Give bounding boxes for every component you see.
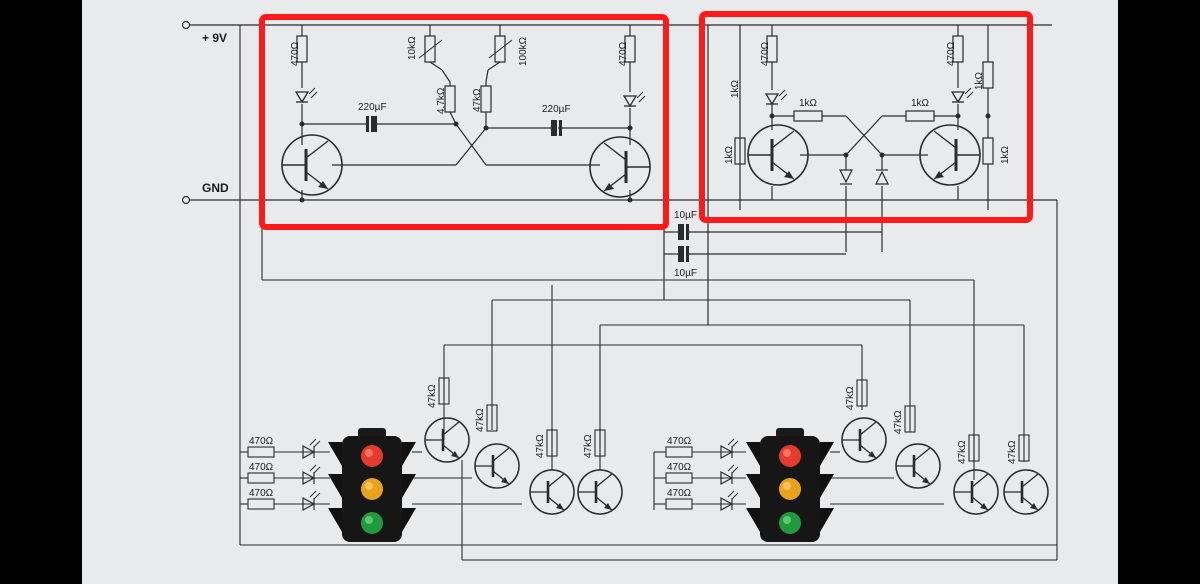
- module-b-r1k-mid-right-label: 1kΩ: [911, 98, 930, 109]
- highlight-box-left: [259, 14, 669, 230]
- module-b-r470-right-label: 470Ω: [946, 41, 957, 66]
- coupling-cap-bottom-label: 10µF: [674, 268, 697, 279]
- trimmer-100k-label: 100kΩ: [518, 36, 529, 66]
- module-b-right-led-icon: [951, 87, 974, 103]
- ground-label: GND: [202, 181, 229, 195]
- left-trimmer-arrows: [418, 39, 513, 59]
- right-red-led-icon: [720, 438, 739, 459]
- right-capacitor-plate-b: [559, 120, 562, 136]
- circuit-diagram: + 9V GND: [181, 11, 1058, 561]
- left-light-resistor-3-label: 470Ω: [249, 488, 274, 499]
- highlight-box-right: [699, 11, 1033, 223]
- left-light-resistor-1-label: 470Ω: [249, 436, 274, 447]
- right-diode-icon: [875, 170, 889, 185]
- right-light-resistor-1-label: 470Ω: [667, 436, 692, 447]
- module-b-r470-left-label: 470Ω: [760, 41, 771, 66]
- left-capacitor-plate-a: [366, 116, 369, 132]
- right-driver-r1-label: 47kΩ: [845, 386, 856, 410]
- ground-rail: [181, 195, 1057, 205]
- resistor-4k7-label: 4,7kΩ: [436, 87, 447, 114]
- left-diode-icon: [839, 169, 853, 184]
- right-driver-r4-label: 47kΩ: [1007, 440, 1018, 464]
- left-amber-led-icon: [302, 464, 321, 485]
- right-driver-r3-label: 47kΩ: [957, 440, 968, 464]
- right-light-resistor-2-label: 470Ω: [667, 462, 692, 473]
- right-led-resistor-label: 470Ω: [618, 41, 629, 66]
- left-driver-transistor-4-icon: [576, 468, 624, 516]
- coupling-cap-top-label: 10µF: [674, 210, 697, 221]
- left-driver-r2-label: 47kΩ: [475, 408, 486, 432]
- left-driver-transistor-3-icon: [528, 468, 576, 516]
- right-transistor-icon: [588, 135, 652, 199]
- left-led-icon: [295, 87, 318, 103]
- right-amber-led-icon: [720, 464, 739, 485]
- right-light-wiring: [653, 379, 1030, 510]
- module-b-left-transistor-icon: [746, 123, 810, 187]
- left-module-wiring: [296, 25, 636, 200]
- coupling-cap-top-plate-a: [678, 224, 684, 240]
- coupling-cap-top-plate-b: [686, 224, 689, 240]
- left-driver-r1: [438, 377, 450, 405]
- module-b-left-led-icon: [765, 89, 788, 105]
- resistor-47k-label: 47kΩ: [472, 88, 483, 112]
- left-driver-transistor-2-icon: [473, 442, 521, 490]
- module-b-r1k-mid-left-label: 1kΩ: [799, 98, 818, 109]
- supply-rail: [181, 20, 1052, 30]
- left-driver-r4-label: 47kΩ: [583, 434, 594, 458]
- module-b-right-transistor-icon: [918, 123, 982, 187]
- cap-220-left-label: 220µF: [358, 102, 387, 113]
- left-driver-r3-label: 47kΩ: [535, 434, 546, 458]
- schematic-sheet: + 9V GND: [82, 0, 1118, 584]
- trimmer-10k-label: 10kΩ: [407, 36, 418, 60]
- left-traffic-light-icon: [328, 428, 416, 542]
- right-driver-r2-label: 47kΩ: [893, 410, 904, 434]
- right-module-wiring: [707, 25, 994, 252]
- module-b-r1k-outer-left-label: 1kΩ: [730, 79, 741, 98]
- left-light-resistor-2-label: 470Ω: [249, 462, 274, 473]
- left-driver-r1-label: 47kΩ: [427, 384, 438, 408]
- module-b-r1k-low-left-label: 1kΩ: [724, 145, 735, 164]
- left-led-resistor-label: 470Ω: [290, 41, 301, 66]
- cap-220-right-label: 220µF: [542, 104, 571, 115]
- right-driver-transistor-4-icon: [1002, 468, 1050, 516]
- right-driver-transistor-2-icon: [894, 442, 942, 490]
- module-b-r1k-outer-right-label: 1kΩ: [974, 71, 985, 90]
- right-driver-transistor-1-icon: [840, 416, 888, 464]
- right-light-resistor-3-label: 470Ω: [667, 488, 692, 499]
- right-traffic-light-icon: [746, 428, 834, 542]
- right-driver-transistor-3-icon: [952, 468, 1000, 516]
- right-capacitor-plate-a: [551, 120, 557, 136]
- left-red-led-icon: [302, 438, 321, 459]
- supply-label: + 9V: [202, 31, 227, 45]
- left-light-wiring: [240, 377, 606, 510]
- coupling-cap-bottom-plate-b: [686, 246, 689, 262]
- bus-wiring: [239, 25, 1058, 561]
- left-driver-transistor-1-icon: [423, 416, 471, 464]
- right-led-icon: [623, 91, 646, 107]
- right-green-led-icon: [720, 490, 739, 511]
- left-green-led-icon: [302, 490, 321, 511]
- module-b-r1k-low-right-label: 1kΩ: [1000, 145, 1011, 164]
- coupling-cap-bottom-plate-a: [678, 246, 684, 262]
- left-capacitor-plate-b: [371, 116, 377, 132]
